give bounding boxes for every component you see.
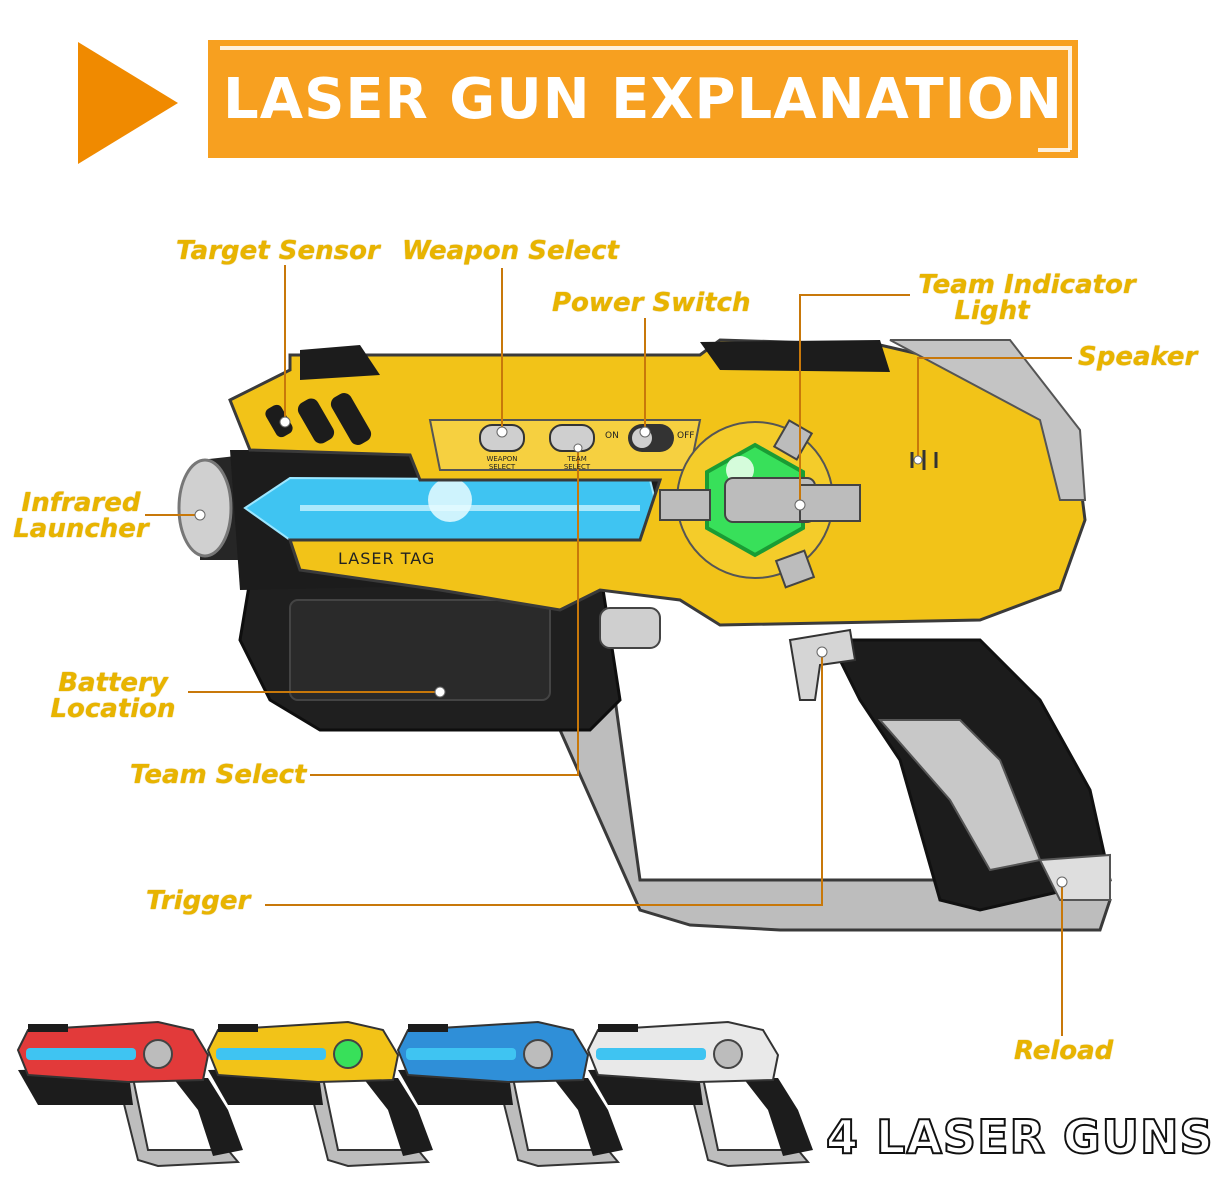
callout-speaker: Speaker: [1078, 342, 1198, 372]
lineup-gun: [396, 1020, 623, 1168]
brand-text: LASER TAG: [338, 549, 435, 568]
infrared-lens: [177, 458, 233, 558]
weapon-select-marking-line1: WEAPON: [486, 455, 518, 463]
callout-battery-location: Battery Location: [48, 670, 178, 722]
team-select-button: [549, 424, 595, 452]
lineup-gun-part: [26, 1048, 136, 1060]
team-select-marking-line1: TEAM: [567, 455, 587, 463]
lineup-gun: [16, 1020, 243, 1168]
callout-infrared-line2: Launcher: [13, 514, 149, 544]
title-banner: [208, 40, 1078, 158]
callout-target-sensor: Target Sensor: [176, 236, 380, 266]
callout-battery-line1: Battery: [58, 668, 168, 698]
lineup-gun-part: [596, 1048, 706, 1060]
lineup-gun-part: [713, 1039, 743, 1069]
callout-team-indicator-light: Team Indicator Light: [912, 272, 1142, 324]
lineup-gun-part: [523, 1039, 553, 1069]
lineup-gun-part: [598, 1024, 638, 1032]
callout-weapon-select: Weapon Select: [402, 236, 619, 266]
gun-lineup: [16, 1020, 813, 1168]
trigger-icon: [788, 628, 857, 701]
lineup-gun-part: [28, 1024, 68, 1032]
switch-on-marking: ON: [605, 431, 619, 441]
lineup-gun-part: [408, 1024, 448, 1032]
battery-door: [289, 599, 551, 701]
callout-team-indicator-line2: Light: [954, 296, 1030, 326]
callout-power-switch: Power Switch: [552, 288, 751, 318]
switch-off-marking: OFF: [677, 431, 695, 441]
lineup-gun-part: [143, 1039, 173, 1069]
callout-infrared-line1: Infrared: [21, 488, 141, 518]
callout-trigger: Trigger: [146, 886, 251, 916]
lineup-gun-part: [333, 1039, 363, 1069]
laser-gun-main: LASER TAG: [177, 338, 1112, 932]
page-title: LASER GUN EXPLANATION: [223, 66, 1063, 132]
team-select-marking: TEAM SELECT: [560, 455, 594, 471]
lineup-gun-part: [363, 1078, 433, 1156]
callout-battery-line2: Location: [50, 694, 176, 724]
reload-button: [1038, 853, 1111, 901]
lineup-gun-part: [406, 1048, 516, 1060]
lineup-gun-part: [173, 1078, 243, 1156]
callout-team-indicator-line1: Team Indicator: [918, 270, 1136, 300]
lineup-gun: [206, 1020, 433, 1168]
lineup-gun: [586, 1020, 813, 1168]
leader-endpoints: [194, 416, 1068, 888]
leader-lines: [145, 265, 1072, 1036]
lineup-gun-part: [216, 1048, 326, 1060]
banner-arrow-icon: [78, 42, 178, 164]
lineup-gun-part: [218, 1024, 258, 1032]
lineup-label: 4 LASER GUNS: [825, 1109, 1214, 1165]
callout-infrared-launcher: Infrared Launcher: [6, 490, 156, 542]
rear-plate: [889, 339, 1087, 501]
callout-reload: Reload: [1014, 1036, 1114, 1066]
callout-team-select: Team Select: [130, 760, 307, 790]
lineup-gun-part: [553, 1078, 623, 1156]
weapon-select-marking: WEAPON SELECT: [482, 455, 522, 471]
weapon-select-marking-line2: SELECT: [488, 463, 516, 471]
speaker-grille: [910, 450, 938, 470]
top-rail: [300, 345, 380, 380]
target-sensor-slots: [265, 393, 372, 445]
lineup-gun-part: [743, 1078, 813, 1156]
team-select-marking-line2: SELECT: [563, 463, 591, 471]
